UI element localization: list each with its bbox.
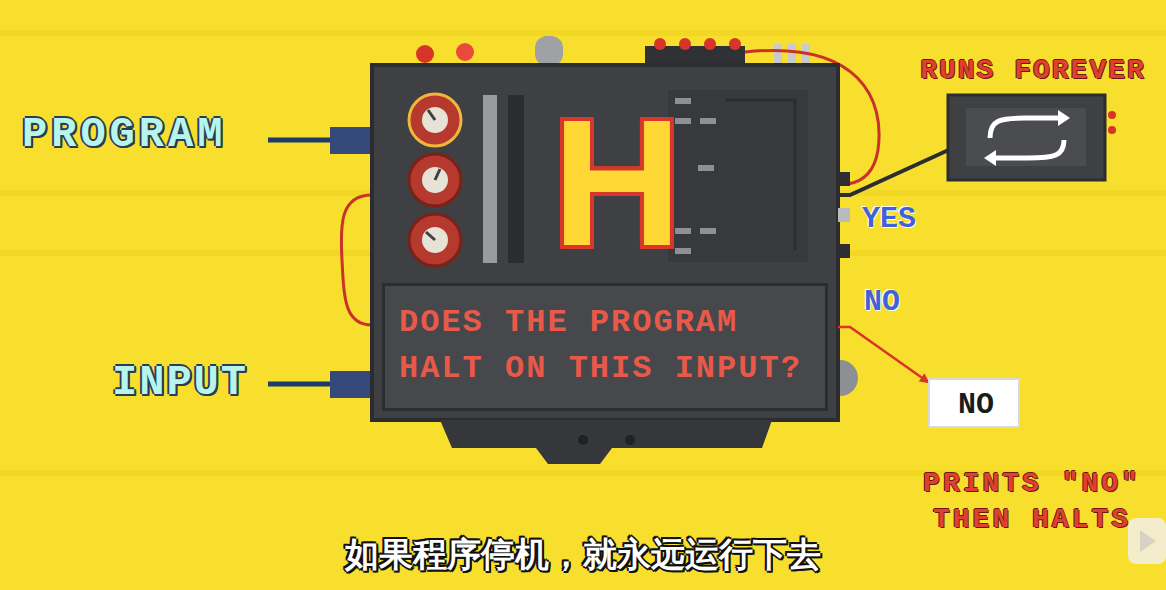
outcome-heading: RUNS FOREVER	[918, 55, 1148, 87]
machine-base	[440, 420, 772, 464]
runs-forever-box: RUNS FOREVER	[948, 95, 1105, 180]
red-wire	[341, 195, 372, 325]
side-port	[838, 244, 850, 258]
output-wire	[838, 150, 948, 195]
dial-tick	[435, 169, 440, 180]
loop-screen	[966, 108, 1086, 166]
machine-letter: H	[552, 93, 682, 273]
base-bolt	[625, 435, 635, 445]
edge-label: NO	[862, 286, 902, 318]
dash	[700, 228, 716, 234]
machine-h: H DOES THE PROGRAM HALT ON THIS INPUT?	[372, 65, 838, 420]
dial-knob	[409, 214, 461, 266]
input-cable	[268, 382, 340, 387]
program-plug	[330, 127, 374, 154]
input-plug	[330, 371, 374, 398]
display-panel	[668, 90, 808, 262]
machine-body	[372, 65, 838, 420]
subtitle: 如果程序停机，就永远运行下去	[0, 532, 1166, 576]
red-light	[416, 45, 434, 63]
loop-box	[948, 95, 1105, 180]
dial-face	[422, 167, 448, 193]
flag-text: NO	[930, 388, 1022, 422]
question-panel: DOES THE PROGRAM HALT ON THIS INPUT?	[382, 283, 828, 411]
play-button	[1128, 518, 1166, 564]
dial-face	[422, 107, 448, 133]
gauge-bar	[483, 95, 497, 263]
dash	[700, 118, 716, 124]
base-bolt	[578, 435, 588, 445]
loop-arrowhead	[1058, 110, 1070, 126]
red-light	[1108, 126, 1116, 134]
input-label: PROGRAM	[22, 112, 226, 158]
red-light	[654, 38, 666, 50]
dial-face	[422, 227, 448, 253]
dash	[698, 165, 714, 171]
side-port	[838, 208, 850, 222]
red-light	[729, 38, 741, 50]
red-arrow	[838, 327, 928, 382]
play-icon	[1140, 530, 1156, 552]
dial-tick	[428, 110, 435, 120]
red-light	[704, 38, 716, 50]
red-light	[679, 38, 691, 50]
red-light	[1108, 111, 1116, 119]
edge-label: YES	[860, 203, 918, 235]
dial-tick	[426, 232, 435, 240]
loop-arrowhead	[984, 150, 996, 166]
no-flag: NOPRINTS "NO" THEN HALTS	[928, 378, 1020, 428]
red-light	[456, 43, 474, 61]
loop-arrow	[994, 140, 1064, 158]
pin	[774, 44, 782, 66]
pin	[788, 44, 796, 66]
program-cable	[268, 138, 340, 143]
grey-dome	[535, 36, 563, 66]
display-line	[725, 100, 795, 250]
side-knob	[840, 360, 858, 396]
question-text: DOES THE PROGRAM HALT ON THIS INPUT?	[399, 300, 821, 392]
texture-stripe	[0, 30, 1166, 36]
gauge-bar	[508, 95, 524, 263]
outcome-note: PRINTS "NO" THEN HALTS	[912, 466, 1152, 538]
side-port	[838, 172, 850, 186]
input-label: INPUT	[112, 360, 248, 406]
binary-texture	[0, 30, 1166, 476]
loop-arrow	[990, 118, 1060, 138]
dial-knob	[409, 154, 461, 206]
dial-knob	[409, 94, 461, 146]
